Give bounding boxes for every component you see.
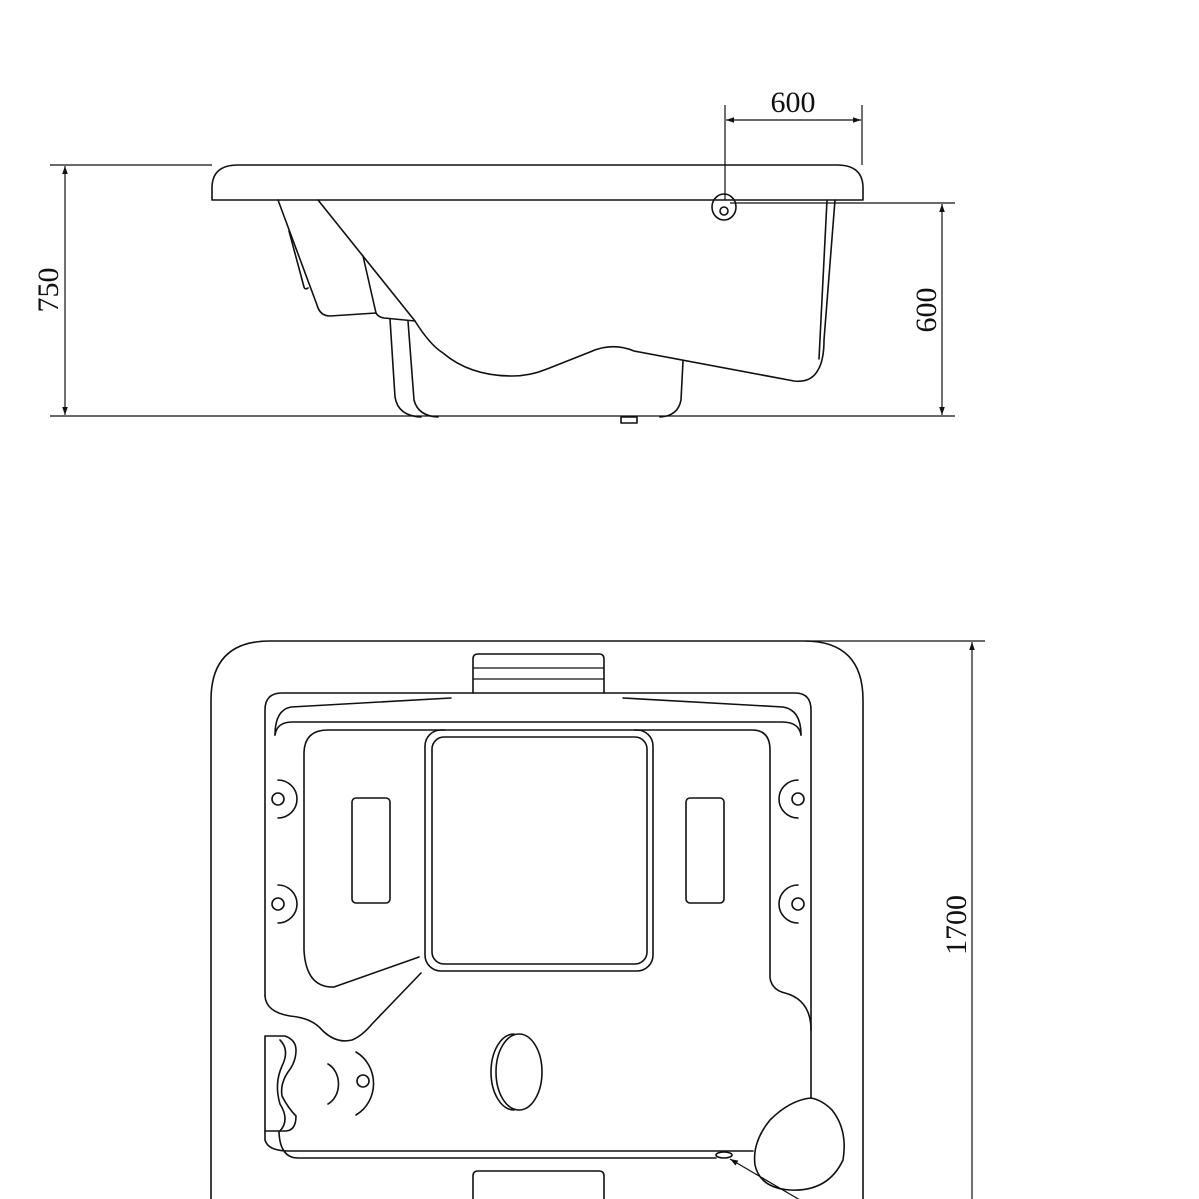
tub-body	[277, 193, 836, 424]
top-pillow	[472, 653, 605, 694]
jet-slot-left	[351, 797, 391, 904]
left-seat-outline	[303, 729, 446, 988]
overflow-fitting-plan	[715, 1151, 733, 1159]
dimension-total-height: 750	[32, 164, 955, 417]
jet-left-lower	[271, 884, 298, 924]
plan-view: 1700	[210, 640, 985, 1199]
outer-shell	[210, 640, 864, 1199]
bottom-pillow	[472, 1170, 605, 1199]
overflow-fitting	[711, 193, 737, 221]
sump	[659, 360, 684, 418]
support-leg	[389, 318, 422, 418]
tub-rim	[211, 164, 864, 201]
support-leg	[407, 320, 439, 418]
dimension-label-600-depth: 600	[910, 288, 943, 333]
side-view: 750 600 600	[32, 86, 955, 424]
drain-outlet	[620, 416, 638, 424]
corner-headrest	[753, 1097, 845, 1191]
inner-rim	[264, 692, 812, 1099]
center-seat	[424, 729, 654, 972]
floor-drain	[490, 1033, 543, 1111]
jet-slot-right	[685, 797, 725, 904]
step	[264, 1035, 297, 1132]
right-seat-outline	[633, 729, 812, 1031]
jet-right-upper	[778, 779, 805, 819]
dimension-offset-width: 600	[724, 86, 863, 200]
dimension-length: 1700	[805, 640, 985, 1199]
jet-right-lower	[778, 884, 805, 924]
dimension-label-750: 750	[32, 268, 65, 313]
dimension-label-1700: 1700	[940, 895, 973, 955]
dimension-tub-depth: 600	[730, 202, 955, 415]
floor-jet	[327, 1051, 375, 1116]
jet-left-upper	[271, 779, 298, 819]
dimension-label-600-width: 600	[771, 86, 816, 119]
